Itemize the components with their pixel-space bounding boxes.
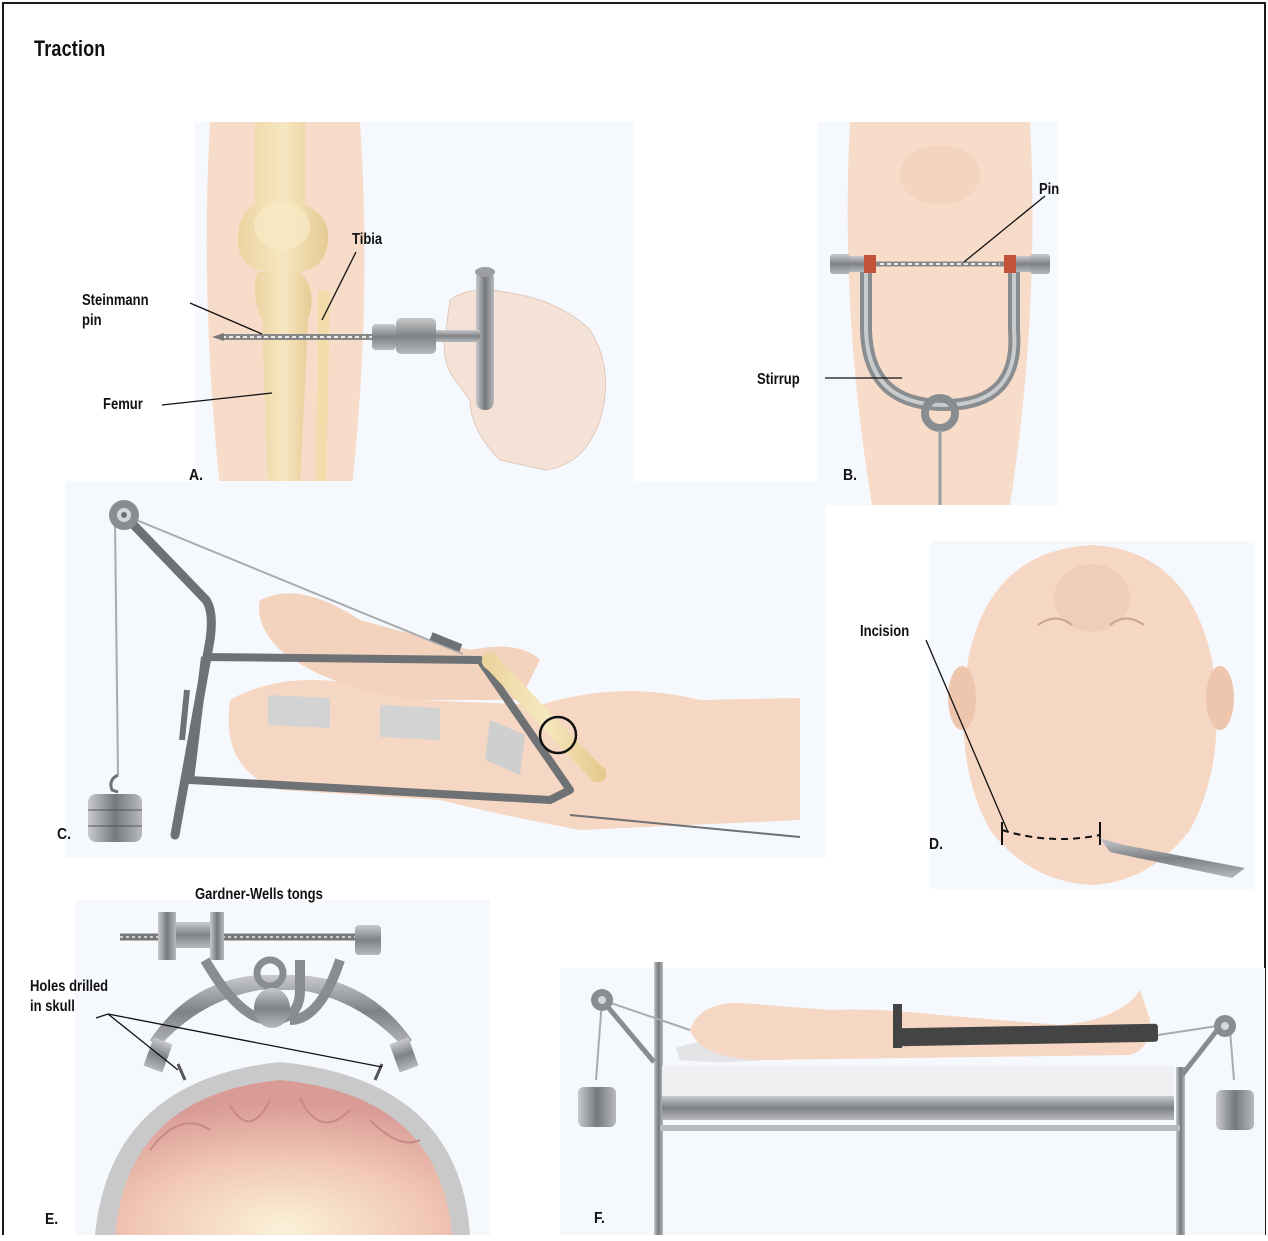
label-steinmann-pin-line2: pin [82,311,102,330]
label-gardner-wells-tongs: Gardner-Wells tongs [195,885,323,904]
panel-f-letter: F. [594,1210,605,1228]
label-stirrup: Stirrup [757,370,800,389]
panel-d-illustration [926,541,1255,889]
panel-e-letter: E. [45,1211,58,1229]
label-holes-drilled-line2: in skull [30,997,75,1016]
panel-a-illustration [162,122,633,487]
label-steinmann-pin-line1: Steinmann [82,291,149,310]
panel-d-letter: D. [929,836,943,854]
label-holes-drilled-line1: Holes drilled [30,977,108,996]
panel-e-illustration [75,900,490,1235]
panel-b-letter: B. [843,467,857,485]
label-incision: Incision [860,622,909,641]
label-tibia: Tibia [352,230,382,249]
panel-a-letter: A. [189,467,203,485]
label-femur: Femur [103,395,143,414]
panel-b-illustration [818,122,1058,505]
panel-c-letter: C. [57,826,71,844]
panel-c-illustration [65,481,825,858]
panel-f-illustration [560,962,1265,1235]
label-pin: Pin [1039,180,1059,199]
